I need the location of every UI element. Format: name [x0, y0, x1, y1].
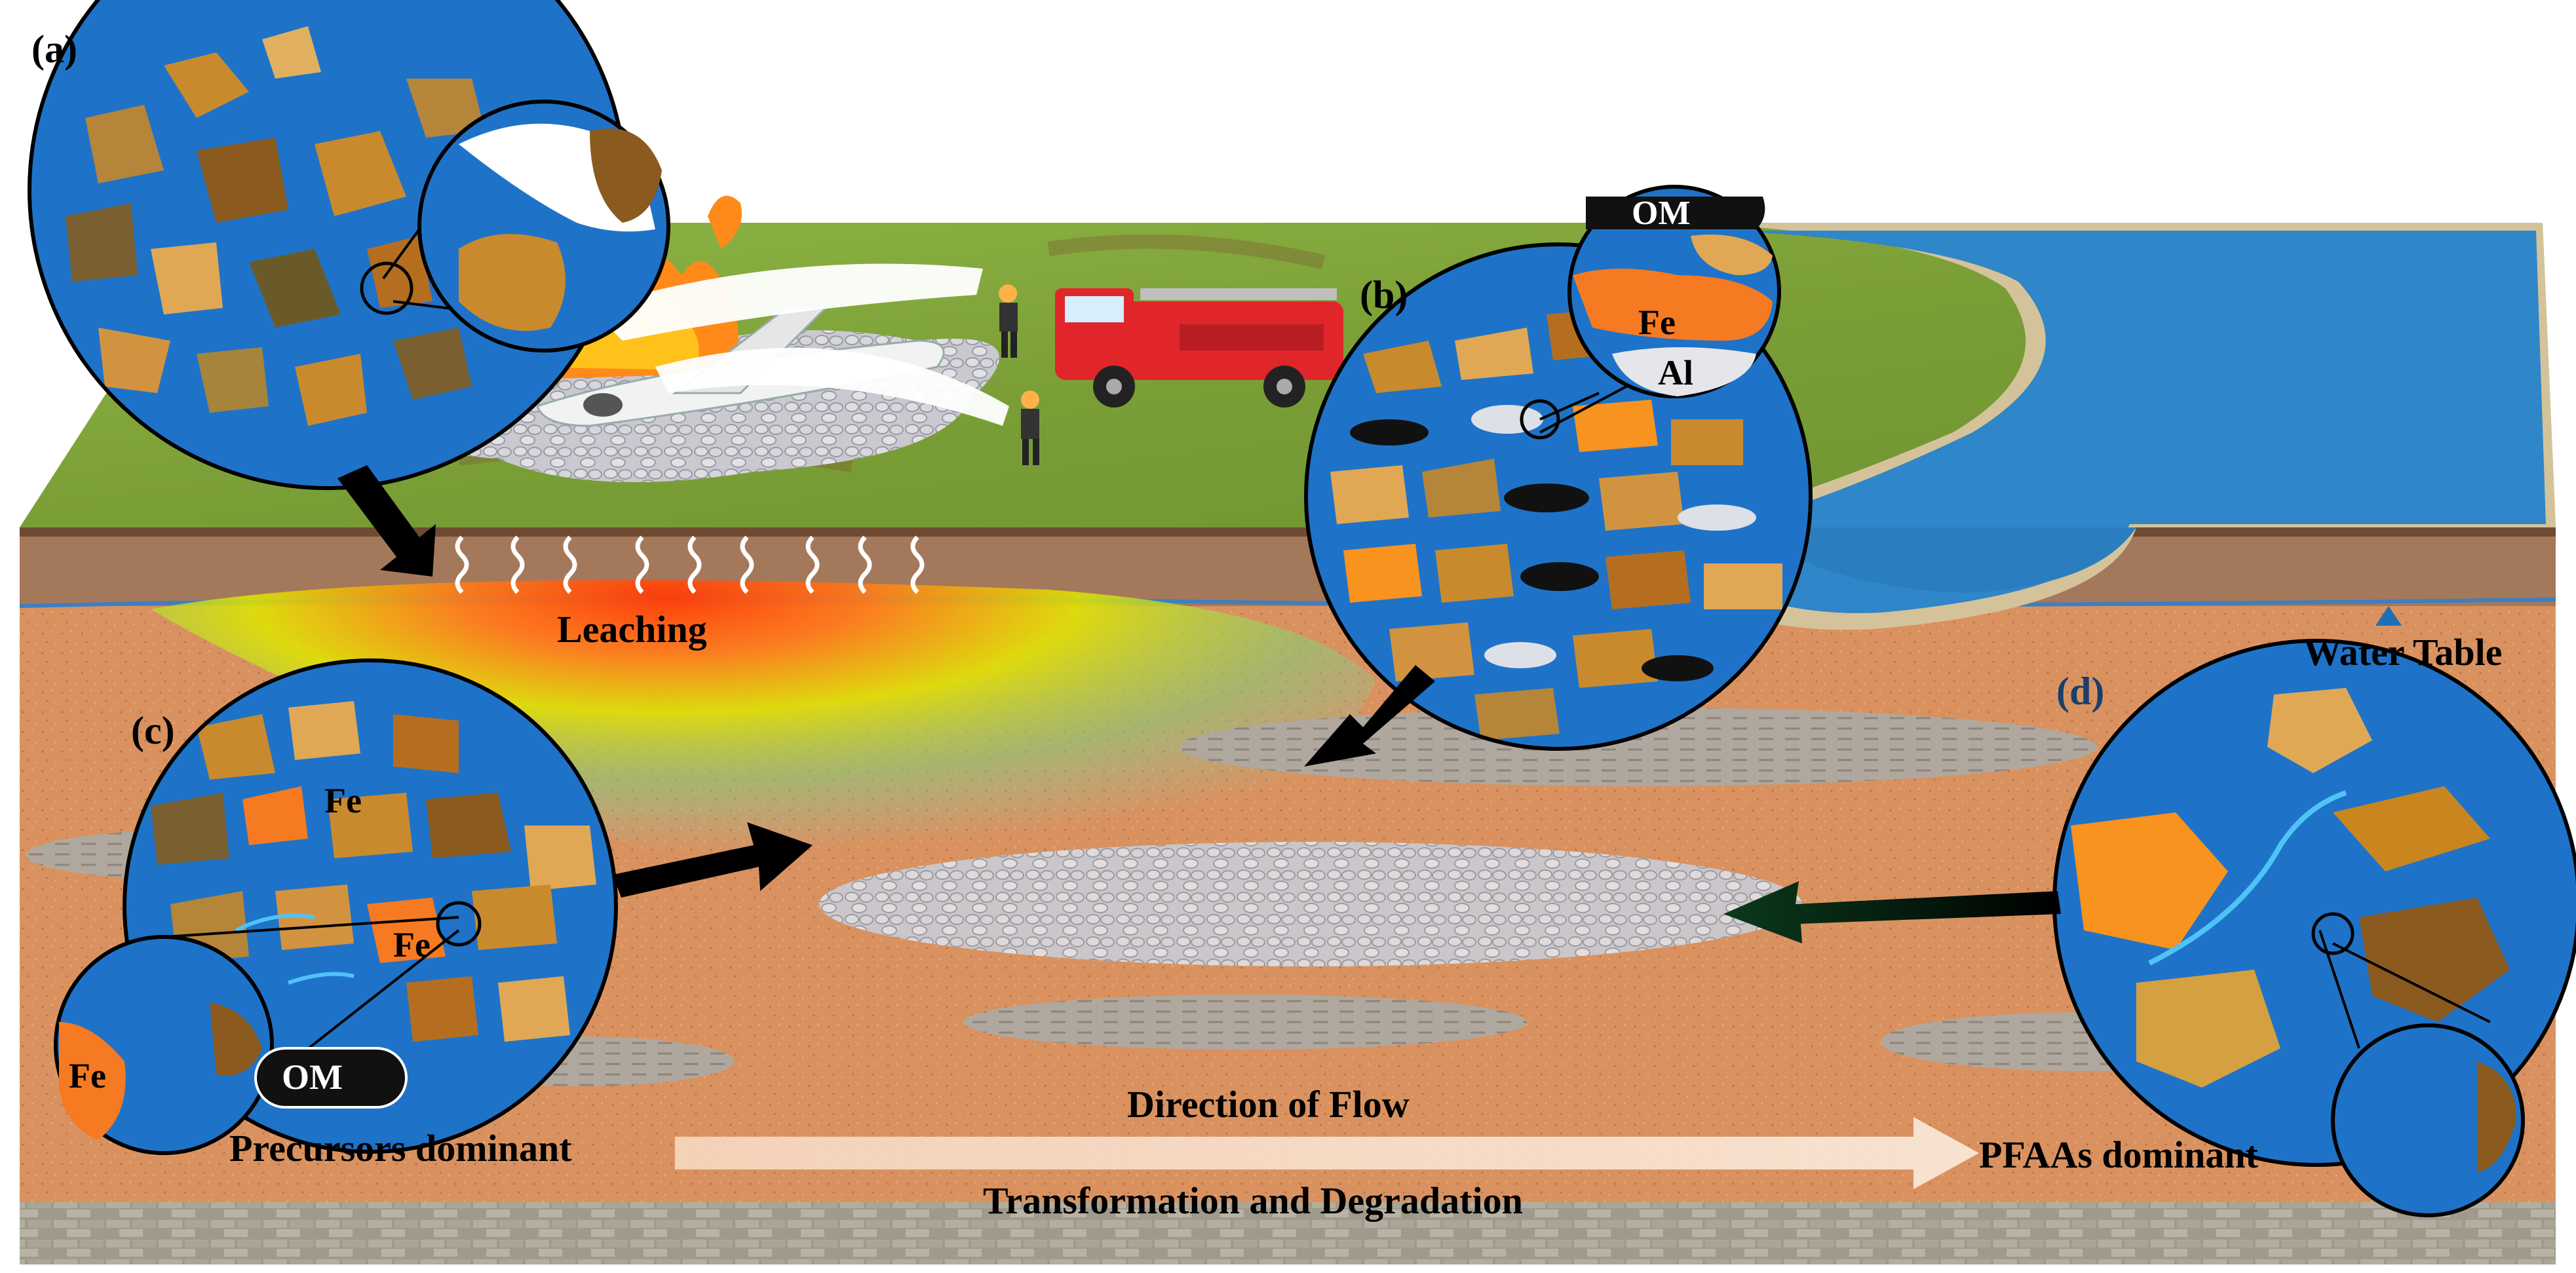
panel-label-a: (a) — [31, 28, 77, 71]
om-blob — [254, 1047, 408, 1109]
direction-of-flow-label: Direction of Flow — [1127, 1083, 1410, 1126]
panel-label-d: (d) — [2056, 670, 2104, 713]
flow-arrow-icon — [337, 465, 2061, 943]
fe-label-c-inset: Fe — [69, 1056, 106, 1095]
fe-label-b: Fe — [1638, 303, 1676, 342]
fire-truck-icon — [1055, 288, 1343, 408]
precursors-label: Precursors dominant — [229, 1127, 572, 1169]
magnifier-d — [2052, 639, 2576, 1217]
magnifier-b-inset — [1567, 185, 1781, 398]
bedrock — [20, 1202, 2556, 1264]
om-label-c: OM — [282, 1057, 343, 1097]
magnifier-b — [1304, 185, 1813, 751]
panel-label-b: (b) — [1360, 273, 1408, 316]
leaching-label: Leaching — [557, 608, 707, 651]
water-table-marker — [2375, 606, 2402, 626]
fe-label-c2: Fe — [393, 925, 431, 964]
om-label-b: OM — [1632, 195, 1691, 232]
magnifier-c — [54, 658, 618, 1155]
magnifier-a — [28, 0, 670, 490]
leaching-arrows — [455, 535, 925, 594]
pfas-plume — [151, 580, 1376, 921]
magnifier-a-inset — [417, 100, 670, 352]
foam-spray-icon — [590, 263, 1009, 426]
firefighter-icon — [1021, 390, 1039, 465]
water-table-label: Water Table — [2303, 631, 2502, 674]
pfaas-label: PFAAs dominant — [1979, 1133, 2259, 1176]
al-label-b: Al — [1658, 353, 1693, 392]
transformation-label: Transformation and Degradation — [983, 1179, 1523, 1222]
transformation-arrow — [675, 1117, 1979, 1189]
magnifier-c-inset — [54, 935, 274, 1155]
fe-label-c1: Fe — [324, 781, 362, 820]
firefighter-icon — [999, 284, 1018, 358]
text-layer: (a) (b) (c) (d) Leaching Water Table Dir… — [31, 28, 2502, 1222]
magnifier-d-inset — [2331, 1023, 2525, 1217]
panel-label-c: (c) — [131, 709, 175, 752]
river — [1619, 223, 2556, 630]
